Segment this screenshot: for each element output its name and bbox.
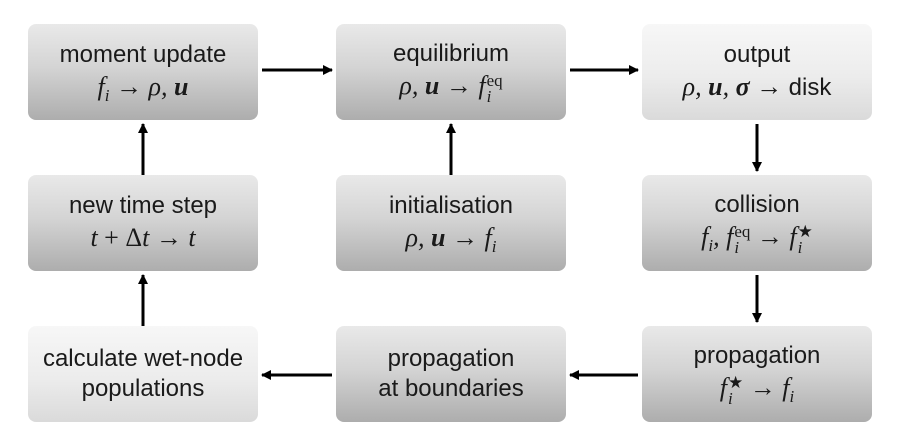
- calc-wet-node-line1: calculate wet-node: [42, 345, 244, 372]
- moment-update-title: moment update: [59, 41, 227, 68]
- new-time-step-formula: t + Δt → t: [90, 223, 196, 252]
- new-time-step-title: new time step: [68, 192, 218, 219]
- moment-update-formula: fi → ρ, u: [97, 72, 189, 106]
- box-initialisation: initialisation ρ, u → fi: [336, 175, 566, 271]
- box-moment-update: moment update fi → ρ, u: [28, 24, 258, 120]
- box-new-time-step: new time step t + Δt → t: [28, 175, 258, 271]
- output-target: disk: [788, 73, 832, 101]
- output-formula: ρ, u, σ → disk: [682, 71, 832, 101]
- box-output: output ρ, u, σ → disk: [642, 24, 872, 120]
- propagation-boundaries-line1: propagation: [387, 345, 515, 372]
- collision-title: collision: [714, 191, 800, 219]
- initialisation-title: initialisation: [388, 192, 514, 219]
- box-propagation: propagation f★i → fi: [642, 326, 872, 422]
- propagation-boundaries-line2: at boundaries: [378, 375, 524, 402]
- box-propagation-boundaries: propagation at boundaries: [336, 326, 566, 422]
- propagation-formula: f★i → fi: [719, 372, 795, 408]
- calc-wet-node-line2: populations: [81, 375, 205, 402]
- initialisation-formula: ρ, u → fi: [405, 223, 497, 257]
- output-title: output: [723, 40, 791, 68]
- box-calculate-wet-node: calculate wet-node populations: [28, 326, 258, 422]
- propagation-title: propagation: [693, 342, 821, 370]
- equilibrium-title: equilibrium: [392, 40, 510, 68]
